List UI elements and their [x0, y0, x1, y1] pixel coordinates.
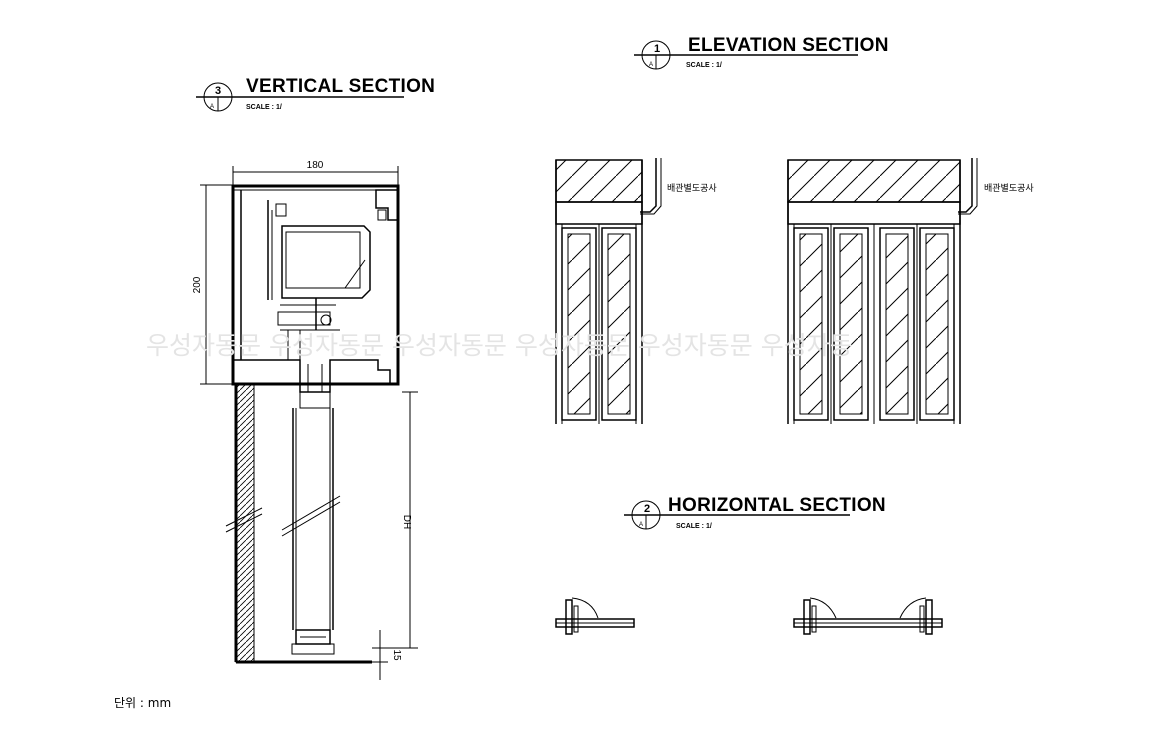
elevation-section-title-block: 1 A ELEVATION SECTION SCALE : 1/ — [634, 35, 889, 70]
vertical-section-scale: SCALE : 1/ — [246, 104, 282, 111]
horizontal-section-left — [555, 597, 635, 635]
unit-label: 단위 : mm — [114, 696, 171, 710]
vertical-section-title: VERTICAL SECTION — [246, 76, 435, 97]
elevation-section-title: ELEVATION SECTION — [688, 35, 889, 56]
elevation-section-scale: SCALE : 1/ — [686, 62, 722, 69]
dimension-bottom-gap: 15 — [391, 649, 402, 661]
detail-number: 3 — [215, 85, 221, 97]
dimension-door-height: DH — [401, 515, 412, 529]
detail-number: 2 — [644, 503, 650, 515]
elevation-two-leaf: 배관별도공사 — [555, 158, 717, 424]
elevation-four-leaf: 배관별도공사 — [787, 158, 1034, 424]
sheet-letter: A — [210, 104, 214, 110]
horizontal-section-scale: SCALE : 1/ — [676, 523, 712, 530]
horizontal-section-right — [793, 597, 943, 635]
horizontal-section-title: HORIZONTAL SECTION — [668, 495, 886, 516]
note-separate-piping-left: 배관별도공사 — [667, 183, 717, 194]
dimension-width: 180 — [307, 160, 324, 171]
watermark: 우성자동문 우성자동문 우성자동문 우성자동문 우성자동문 우성자동 — [146, 331, 853, 360]
vertical-section-title-block: 3 A VERTICAL SECTION SCALE : 1/ — [196, 76, 435, 112]
sheet-letter: A — [649, 62, 653, 68]
sheet-letter: A — [639, 522, 643, 528]
dimension-height: 200 — [192, 276, 203, 293]
horizontal-section-title-block: 2 A HORIZONTAL SECTION SCALE : 1/ — [624, 495, 886, 530]
vertical-section-drawing: 180 200 — [192, 160, 418, 680]
note-separate-piping-right: 배관별도공사 — [984, 183, 1034, 194]
detail-number: 1 — [654, 43, 660, 55]
